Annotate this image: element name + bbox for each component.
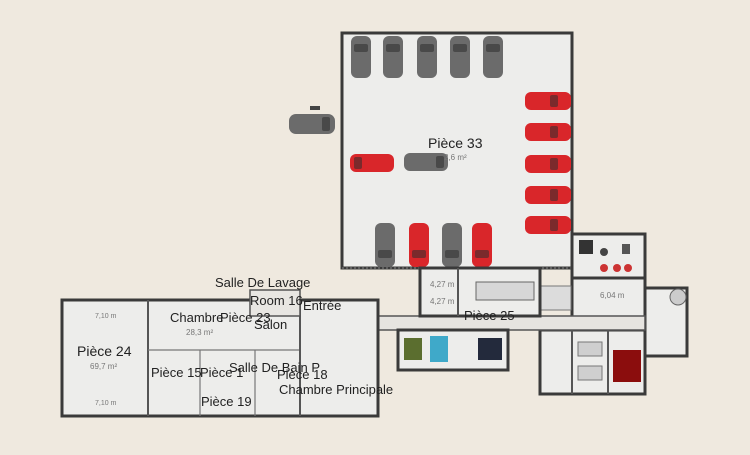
garage-cars-bottom-row [375, 223, 492, 267]
room-label-chambre: Chambre [170, 310, 223, 325]
room-label-piece-33: Pièce 33 [428, 135, 483, 151]
room-area-piece-24: 69,7 m² [90, 362, 117, 371]
garage-cars-right-column [525, 92, 571, 234]
dim-bottom: 7,10 m [95, 400, 117, 407]
room-area-piece-33: 2,6 m² [444, 153, 467, 162]
room-label-piece-15: Pièce 15 [151, 365, 202, 380]
right-room-upper[interactable]: 6,04 m [540, 276, 647, 320]
room-label-piece-24: Pièce 24 [77, 343, 132, 359]
room-label-piece-23: Pièce 23 [220, 310, 271, 325]
dim-top: 7,10 m [95, 313, 117, 320]
room-label-chambre-principale: Chambre Principale [279, 382, 393, 397]
room-label-salle-de-bain: Salle De Bain P [229, 360, 320, 375]
far-right-room[interactable] [643, 286, 689, 358]
gym-room[interactable] [570, 232, 647, 280]
office-block[interactable]: 4,27 m 4,27 m [418, 266, 542, 318]
west-wing[interactable]: 7,10 m 7,10 m [60, 289, 380, 418]
room-readout-1: 4,27 m [430, 280, 455, 289]
garage-cars-middle [350, 153, 448, 172]
room-label-piece-1: Pièce 1 [200, 365, 243, 380]
room-readout-3: 6,04 m [600, 291, 625, 300]
room-label-piece-25: Pièce 25 [464, 308, 515, 323]
room-label-piece-19: Pièce 19 [201, 394, 252, 409]
room-label-piece-18: Pièce 18 [277, 367, 328, 382]
pool-room[interactable] [396, 328, 510, 372]
outside-car [289, 106, 335, 134]
room-label-room-16: Room 16 [250, 293, 303, 308]
room-label-entree: Entrée [303, 298, 341, 313]
room-label-salon: Salon [254, 317, 287, 332]
room-label-salle-de-lavage: Salle De Lavage [215, 275, 310, 290]
room-area-piece-23: 28,3 m² [186, 328, 213, 337]
garage-cars-top-row [351, 36, 503, 78]
right-wing[interactable] [538, 328, 647, 396]
room-readout-2: 4,27 m [430, 297, 455, 306]
